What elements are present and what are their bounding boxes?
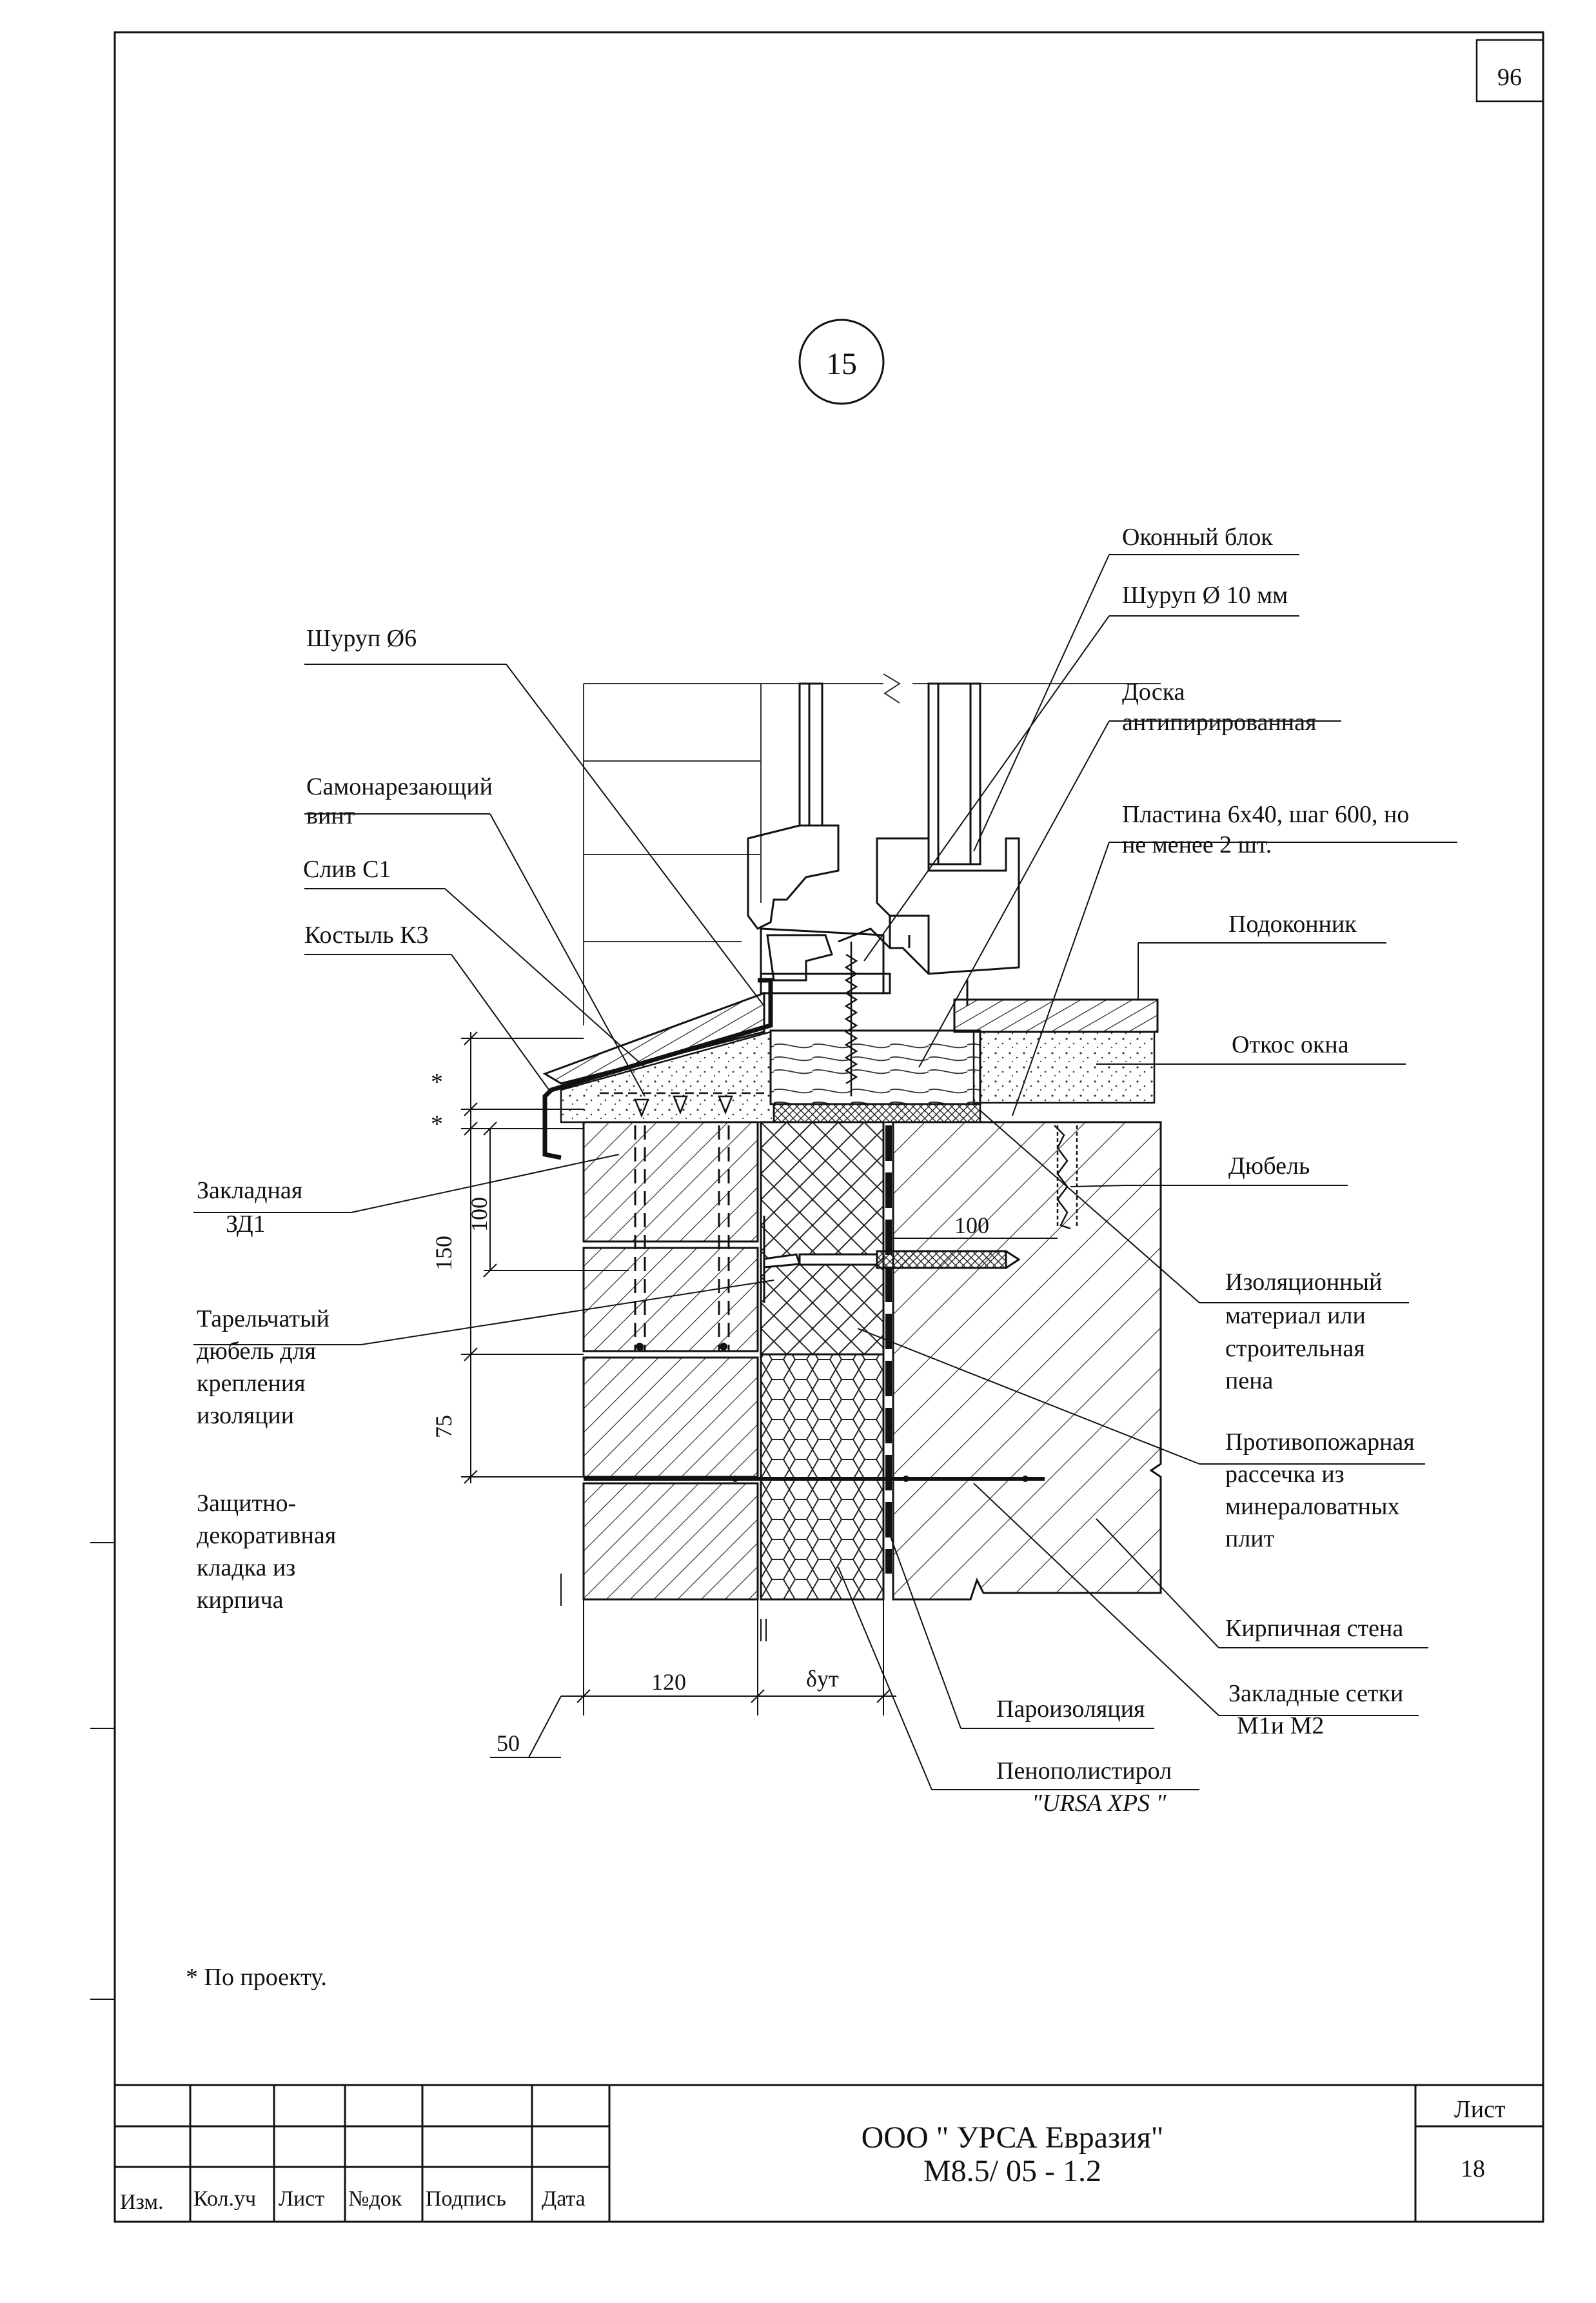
embedded-part bbox=[600, 1092, 764, 1118]
insulation-strip bbox=[773, 1103, 981, 1123]
dim-150: 150 bbox=[431, 1236, 457, 1270]
label-zashch-4: кирпича bbox=[197, 1586, 284, 1614]
label-okonny-blok: Оконный блок bbox=[1122, 524, 1273, 551]
label-shurup-10: Шуруп Ø 10 мм bbox=[1122, 582, 1288, 609]
fire-break bbox=[760, 1121, 885, 1356]
dim-75: 75 bbox=[431, 1415, 457, 1438]
label-tarel-4: изоляции bbox=[197, 1402, 294, 1429]
label-zakladnaya-1: Закладная bbox=[197, 1177, 302, 1204]
label-zakl-setki-2: М1и М2 bbox=[1237, 1712, 1324, 1739]
section-drawing bbox=[193, 554, 1457, 1790]
antiseptic-board bbox=[769, 1029, 981, 1105]
footnote: * По проекту. bbox=[186, 1964, 327, 1991]
label-zashch-2: декоративная bbox=[197, 1522, 336, 1549]
title-block-text: Изм. Кол.уч Лист №док Подпись Дата ООО "… bbox=[120, 2096, 1506, 2214]
dimension-texts: * * 100 150 75 100 120 δут 50 bbox=[431, 1069, 989, 1756]
label-plastina-1: Пластина 6х40, шаг 600, но bbox=[1122, 801, 1409, 828]
dim-50: 50 bbox=[497, 1730, 520, 1756]
label-izol-3: строительная bbox=[1225, 1335, 1365, 1362]
label-samonarez-1: Самонарезающий bbox=[306, 773, 493, 800]
label-plastina-2: не менее 2 шт. bbox=[1122, 831, 1272, 858]
dim-delta-ut: δут bbox=[806, 1666, 839, 1692]
label-samonarez-2: винт bbox=[306, 802, 355, 829]
dim-star-1: * bbox=[431, 1069, 443, 1096]
label-shurup-6: Шуруп Ø6 bbox=[306, 625, 417, 652]
dimension-lines bbox=[461, 1031, 1058, 1758]
label-protiv-1: Противопожарная bbox=[1225, 1428, 1415, 1456]
window-frame bbox=[747, 682, 1020, 1006]
label-paroizol: Пароизоляция bbox=[996, 1695, 1145, 1723]
tb-company: ООО " УРСА Евразия" bbox=[862, 2120, 1164, 2155]
label-zakladnaya-2: ЗД1 bbox=[226, 1211, 266, 1238]
title-block bbox=[115, 2084, 1543, 2222]
sheet-frame bbox=[90, 31, 1544, 2223]
detail-number: 15 bbox=[826, 347, 857, 381]
dim-100-horiz: 100 bbox=[954, 1212, 989, 1238]
label-protiv-2: рассечка из bbox=[1225, 1461, 1345, 1488]
label-doska-1: Доска bbox=[1122, 678, 1185, 706]
tb-list: Лист bbox=[279, 2187, 324, 2211]
label-zashch-3: кладка из bbox=[197, 1554, 295, 1581]
label-penopol-1: Пенополистирол bbox=[996, 1757, 1172, 1784]
label-kirp-stena: Кирпичная стена bbox=[1225, 1615, 1403, 1642]
label-zashch-1: Защитно- bbox=[197, 1490, 296, 1517]
dim-120: 120 bbox=[651, 1669, 686, 1695]
window-sill bbox=[953, 998, 1159, 1033]
label-podokonnik: Подоконник bbox=[1228, 911, 1357, 938]
tb-list-label: Лист bbox=[1454, 2096, 1506, 2123]
sheet-number-top: 96 bbox=[1497, 64, 1522, 91]
label-doska-2: антипирированная bbox=[1122, 709, 1316, 736]
label-otkos: Откос окна bbox=[1232, 1031, 1349, 1058]
upper-brick-outline bbox=[583, 673, 1161, 1025]
detail-number-marker: 15 bbox=[798, 319, 885, 405]
screw-10mm bbox=[844, 942, 858, 1096]
tb-kol: Кол.уч bbox=[193, 2187, 256, 2211]
dowel-otkos bbox=[1054, 1125, 1078, 1230]
dim-star-2: * bbox=[431, 1111, 443, 1138]
label-dubel: Дюбель bbox=[1228, 1152, 1310, 1180]
facing-brick bbox=[582, 1121, 759, 1601]
brick-wall bbox=[892, 1121, 1162, 1601]
label-penopol-2: "URSA XPS " bbox=[1032, 1790, 1167, 1817]
callout-labels: Оконный блок Шуруп Ø 10 мм Шуруп Ø6 Доск… bbox=[197, 524, 1415, 1817]
window-reveal bbox=[972, 1031, 1156, 1104]
label-izol-2: материал или bbox=[1225, 1302, 1366, 1329]
tb-list-number: 18 bbox=[1461, 2155, 1485, 2182]
label-tarel-2: дюбель для bbox=[197, 1338, 316, 1365]
tb-izm: Изм. bbox=[120, 2190, 164, 2214]
drip-cap bbox=[542, 978, 773, 1160]
plate-dowel bbox=[763, 1216, 1021, 1303]
dim-100-vert: 100 bbox=[466, 1197, 492, 1232]
tb-doc-code: М8.5/ 05 - 1.2 bbox=[923, 2154, 1101, 2188]
tb-ndok: №док bbox=[348, 2187, 402, 2211]
tb-podpis: Подпись bbox=[426, 2187, 506, 2211]
label-protiv-3: минераловатных bbox=[1225, 1493, 1400, 1520]
label-kostyl: Костыль К3 bbox=[304, 922, 429, 949]
label-protiv-4: плит bbox=[1225, 1525, 1275, 1552]
label-tarel-1: Тарельчатый bbox=[197, 1305, 330, 1332]
tb-data: Дата bbox=[542, 2187, 586, 2211]
label-izol-1: Изоляционный bbox=[1225, 1269, 1382, 1296]
label-zakl-setki-1: Закладные сетки bbox=[1228, 1680, 1403, 1707]
label-sliv: Слив С1 bbox=[303, 856, 391, 883]
label-tarel-3: крепления bbox=[197, 1370, 306, 1397]
leader-lines bbox=[193, 554, 1457, 1790]
label-izol-4: пена bbox=[1225, 1367, 1274, 1394]
